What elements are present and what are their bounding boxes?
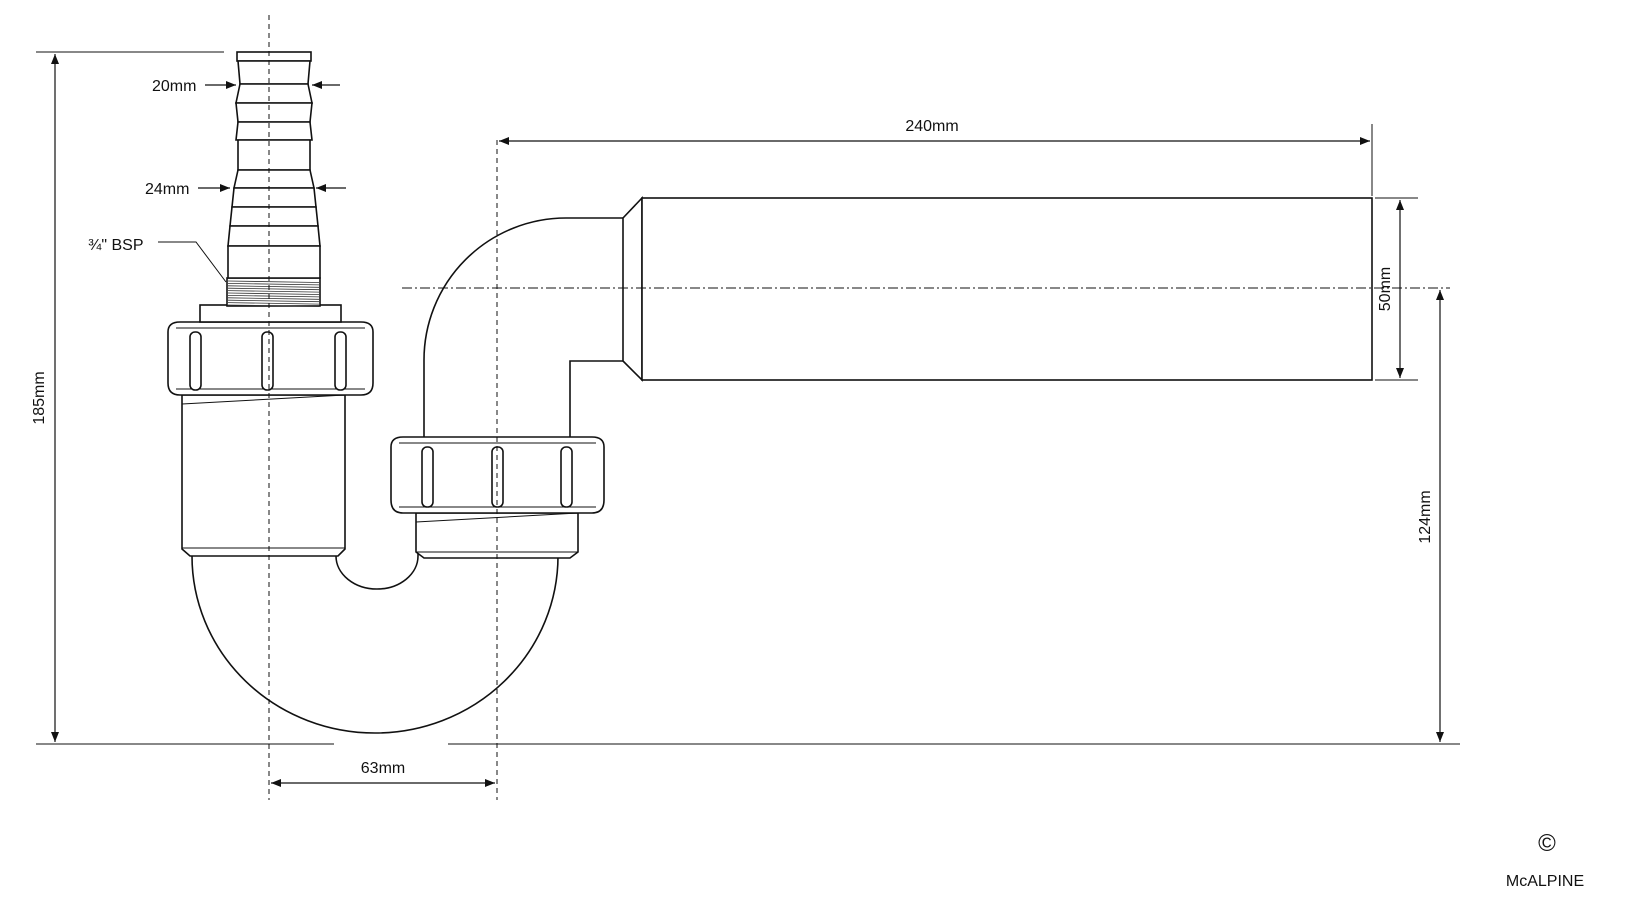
thread-line — [227, 292, 320, 295]
thread-line — [227, 285, 320, 288]
thread-line — [227, 304, 320, 307]
top-washer — [199, 304, 342, 323]
copyright-brand: McALPINE — [1506, 873, 1584, 890]
copyright-symbol: © — [1538, 830, 1556, 857]
thread-line — [227, 302, 320, 305]
thread-line — [227, 283, 320, 286]
outlet-pipe — [622, 195, 1373, 382]
hose-tail — [227, 51, 321, 279]
label-outlet-height: 124mm — [1417, 490, 1434, 543]
left-compression-nut — [167, 321, 374, 396]
left-leg-body — [181, 394, 346, 557]
thread-line — [227, 295, 320, 298]
thread-line — [227, 280, 320, 283]
outlet-bend — [423, 217, 629, 442]
u-bend — [191, 548, 559, 734]
label-hose-tail-upper: 20mm — [152, 78, 196, 95]
thread-line — [227, 287, 320, 291]
label-outlet-length: 240mm — [905, 118, 958, 135]
label-thread: ¾" BSP — [88, 237, 143, 254]
thread-line — [227, 290, 320, 293]
label-centre-distance: 63mm — [361, 760, 405, 777]
label-overall-height: 185mm — [31, 371, 48, 424]
label-hose-tail-lower: 24mm — [145, 181, 189, 198]
label-outlet-diameter: 50mm — [1377, 267, 1394, 311]
thread-line — [227, 297, 320, 300]
bsp-thread — [226, 277, 321, 307]
thread-line — [227, 299, 320, 303]
